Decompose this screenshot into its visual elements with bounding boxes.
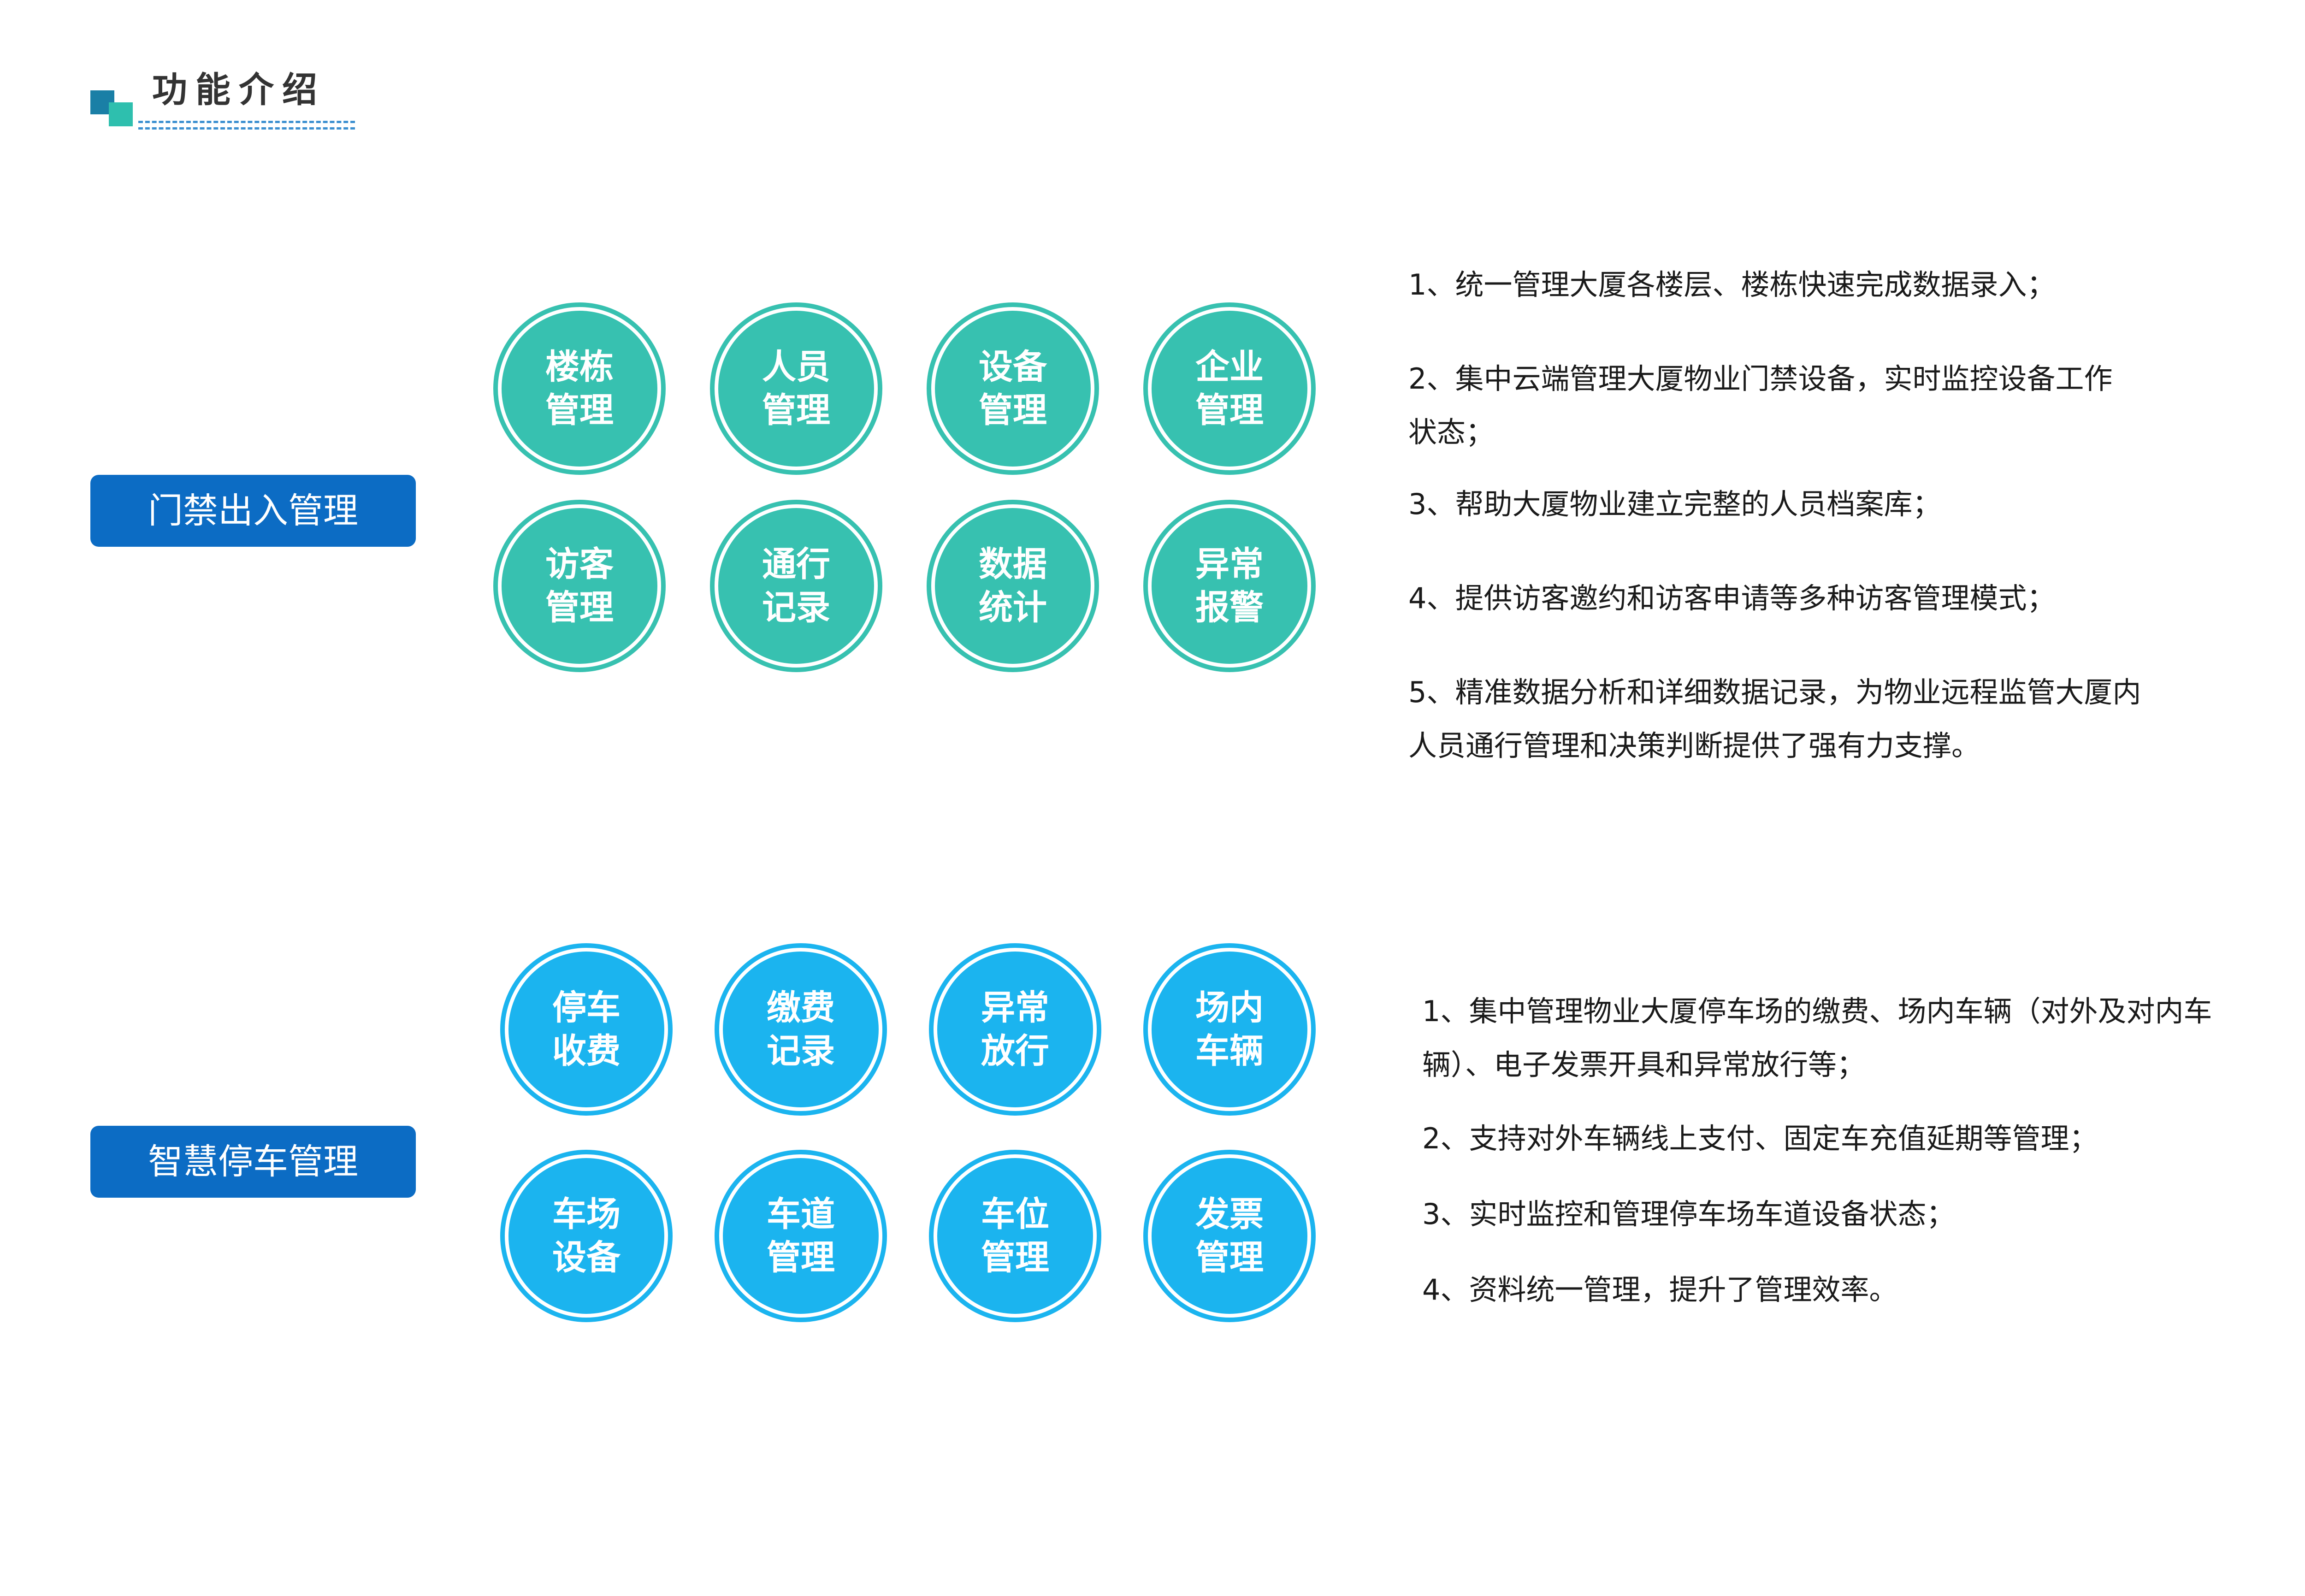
section-label-access-control: 门禁出入管理 — [90, 475, 416, 547]
feature-circle-label: 访客 管理 — [502, 508, 657, 664]
feature-circle-label: 异常 放行 — [937, 952, 1093, 1107]
feature-circle: 异常 放行 — [929, 943, 1101, 1116]
logo-square-light — [109, 102, 133, 126]
feature-circle-label: 企业 管理 — [1152, 311, 1307, 467]
feature-circle: 车场 设备 — [500, 1150, 673, 1322]
section-label-smart-parking: 智慧停车管理 — [90, 1126, 416, 1198]
feature-circle-label: 设备 管理 — [935, 311, 1091, 467]
feature-circle: 访客 管理 — [493, 500, 666, 672]
page-title: 功能介绍 — [152, 69, 325, 110]
feature-circle-label: 人员 管理 — [718, 311, 874, 467]
title-underline — [138, 121, 355, 123]
feature-circle-label: 异常 报警 — [1152, 508, 1307, 664]
description-line: 1、统一管理大厦各楼层、楼栋快速完成数据录入； — [1408, 268, 2056, 301]
feature-circle-label: 数据 统计 — [935, 508, 1091, 664]
feature-circle: 人员 管理 — [710, 302, 882, 475]
description-line: 人员通行管理和决策判断提供了强有力支撑。 — [1408, 729, 1980, 763]
feature-circle: 企业 管理 — [1143, 302, 1316, 475]
description-line: 5、精准数据分析和详细数据记录，为物业远程监管大厦内 — [1408, 675, 2141, 709]
feature-circle-label: 车场 设备 — [508, 1158, 664, 1314]
feature-circle-label: 发票 管理 — [1152, 1158, 1307, 1314]
feature-circle-label: 通行 记录 — [718, 508, 874, 664]
feature-circle: 数据 统计 — [927, 500, 1099, 672]
feature-circle-label: 缴费 记录 — [723, 952, 879, 1107]
description-line: 2、支持对外车辆线上支付、固定车充值延期等管理； — [1422, 1122, 2098, 1155]
title-underline-2 — [138, 127, 355, 130]
feature-circle: 发票 管理 — [1143, 1150, 1316, 1322]
feature-circle: 缴费 记录 — [715, 943, 887, 1116]
description-line: 状态； — [1408, 415, 1495, 449]
feature-circle: 异常 报警 — [1143, 500, 1316, 672]
feature-circle-label: 停车 收费 — [508, 952, 664, 1107]
feature-circle: 车位 管理 — [929, 1150, 1101, 1322]
description-line: 3、实时监控和管理停车场车道设备状态； — [1422, 1197, 1955, 1231]
description-line: 3、帮助大厦物业建立完整的人员档案库； — [1408, 487, 1941, 521]
feature-circle: 停车 收费 — [500, 943, 673, 1116]
description-line: 2、集中云端管理大厦物业门禁设备，实时监控设备工作 — [1408, 362, 2113, 396]
description-line: 4、提供访客邀约和访客申请等多种访客管理模式； — [1408, 581, 2056, 615]
feature-circle: 车道 管理 — [715, 1150, 887, 1322]
feature-circle-label: 场内 车辆 — [1152, 952, 1307, 1107]
feature-circle: 通行 记录 — [710, 500, 882, 672]
feature-circle: 楼栋 管理 — [493, 302, 666, 475]
feature-circle: 场内 车辆 — [1143, 943, 1316, 1116]
description-line: 4、资料统一管理，提升了管理效率。 — [1422, 1273, 1898, 1306]
feature-circle-label: 车道 管理 — [723, 1158, 879, 1314]
description-line: 辆）、电子发票开具和异常放行等； — [1422, 1048, 1866, 1082]
feature-circle-label: 楼栋 管理 — [502, 311, 657, 467]
feature-circle-label: 车位 管理 — [937, 1158, 1093, 1314]
two-squares-icon — [90, 90, 135, 127]
description-line: 1、集中管理物业大厦停车场的缴费、场内车辆（对外及对内车 — [1422, 994, 2212, 1028]
feature-circle: 设备 管理 — [927, 302, 1099, 475]
